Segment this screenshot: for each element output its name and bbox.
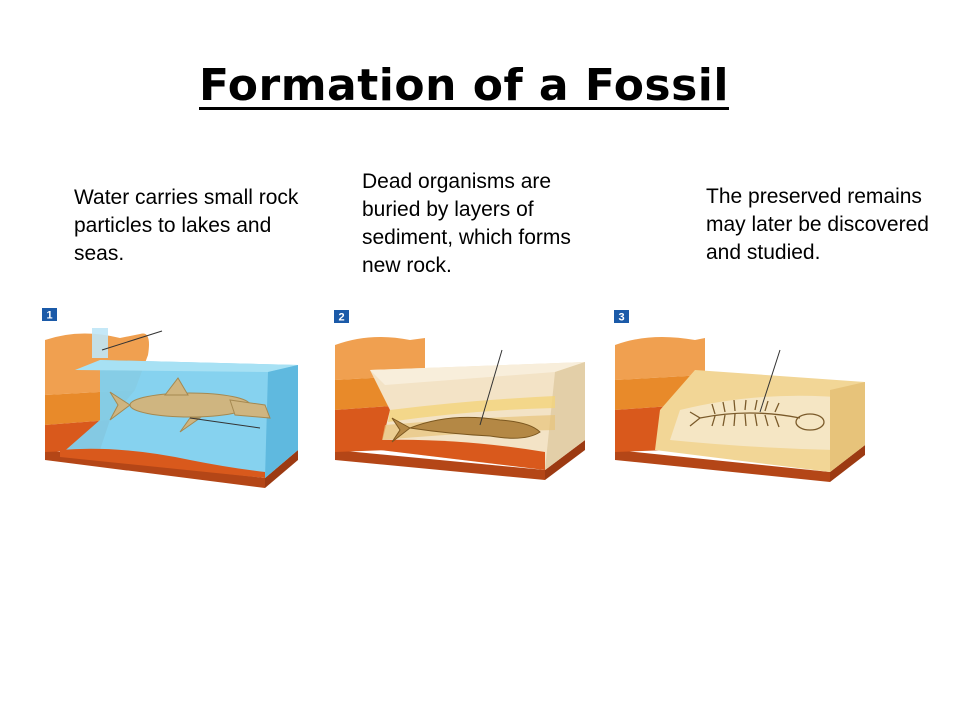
stage-3-illustration: 3 [610,300,880,495]
stage-3-badge [614,310,629,323]
stage-2-illustration: 2 [330,300,600,495]
stage-1-illustration: 1 [40,300,310,495]
stage-1-caption: Water carries small rock particles to la… [74,186,299,265]
stage-1-badge [42,308,57,321]
stage-2-badge [334,310,349,323]
stage-3-caption: The preserved remains may later be disco… [706,185,929,264]
page-title: Formation of a Fossil [199,60,729,111]
stage-3-number: 3 [618,312,624,324]
stage-2-number: 2 [338,312,344,324]
stage-2-caption: Dead organisms are buried by layers of s… [362,170,571,277]
stage-1-number: 1 [46,310,52,322]
